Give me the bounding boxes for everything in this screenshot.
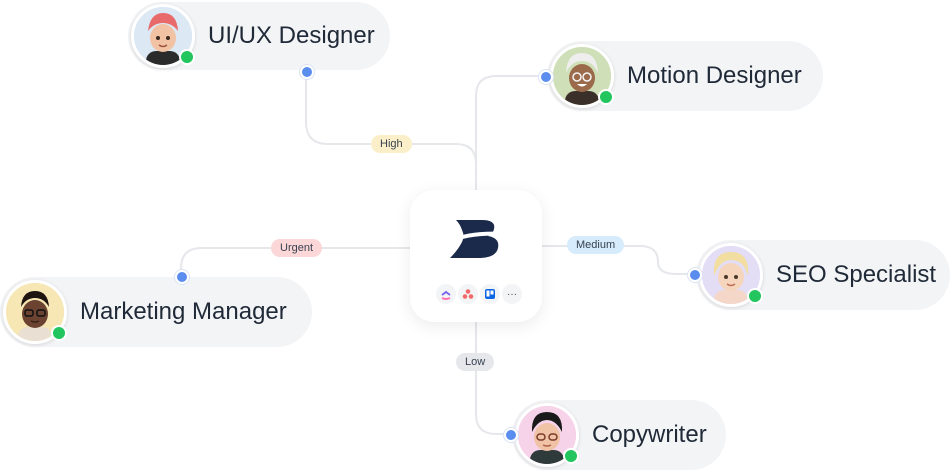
role-card-marketing[interactable]: Marketing Manager [0, 277, 312, 347]
role-name-motion: Motion Designer [627, 62, 802, 89]
more-icon[interactable]: ··· [502, 284, 522, 304]
online-status-icon [747, 288, 763, 304]
priority-tag-medium: Medium [567, 236, 625, 254]
priority-tag-high: High [371, 135, 412, 153]
connector-dot-seo[interactable] [688, 268, 702, 282]
avatar-uiux [131, 4, 195, 68]
connector-dot-uiux[interactable] [300, 65, 314, 79]
role-name-seo: SEO Specialist [776, 261, 937, 288]
avatar-motion [550, 44, 614, 108]
role-card-seo[interactable]: SEO Specialist [696, 240, 950, 310]
priority-tag-low: Low [456, 353, 495, 371]
priority-tag-urgent: Urgent [271, 239, 323, 257]
avatar-marketing [3, 280, 67, 344]
connector-dot-motion[interactable] [539, 70, 553, 84]
role-name-marketing: Marketing Manager [80, 298, 287, 325]
central-hub-card[interactable]: ··· [410, 190, 542, 322]
wire-seo [542, 245, 694, 275]
online-status-icon [563, 448, 579, 464]
b-letter-logo-icon [448, 220, 505, 258]
wire-copy [475, 322, 510, 435]
wire-uiux [305, 72, 477, 190]
role-card-copy[interactable]: Copywriter [512, 400, 726, 470]
wire-marketing [180, 247, 410, 276]
trello-icon[interactable] [480, 284, 500, 304]
role-name-uiux: UI/UX Designer [208, 22, 375, 49]
wire-motion [475, 75, 548, 190]
connector-dot-copy[interactable] [504, 428, 518, 442]
avatar-copy [515, 403, 579, 467]
online-status-icon [179, 49, 195, 65]
clickup-icon[interactable] [436, 284, 456, 304]
role-card-motion[interactable]: Motion Designer [547, 41, 823, 111]
online-status-icon [51, 325, 67, 341]
asana-icon[interactable] [458, 284, 478, 304]
integration-tools: ··· [436, 284, 522, 304]
avatar-seo [699, 243, 763, 307]
role-name-copy: Copywriter [592, 421, 707, 448]
role-card-uiux[interactable]: UI/UX Designer [128, 2, 390, 70]
connector-dot-marketing[interactable] [175, 270, 189, 284]
online-status-icon [598, 89, 614, 105]
